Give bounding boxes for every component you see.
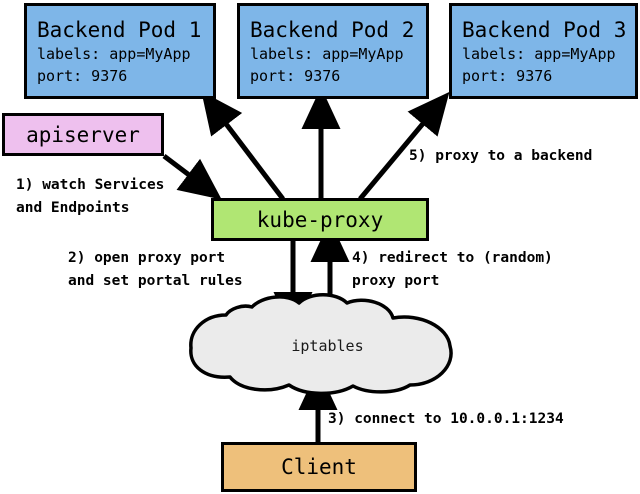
pod-labels: labels: app=MyApp (462, 45, 616, 63)
apiserver-node[interactable]: apiserver (2, 113, 164, 156)
iptables-label: iptables (291, 337, 364, 355)
pod-labels: labels: app=MyApp (250, 45, 404, 63)
pod-title: Backend Pod 1 (37, 18, 202, 42)
step-4-line-1: 4) redirect to (random) (352, 250, 553, 266)
step-1-line-2: and Endpoints (16, 200, 130, 216)
client-label: Client (281, 455, 357, 479)
kube-proxy-node[interactable]: kube-proxy (211, 198, 429, 241)
apiserver-label: apiserver (26, 122, 140, 147)
edge-apiserver-to-kubeproxy (162, 154, 222, 200)
kube-proxy-label: kube-proxy (256, 207, 384, 232)
step-3-line-1: 3) connect to 10.0.0.1:1234 (328, 411, 564, 427)
pod-port: port: 9376 (37, 67, 128, 85)
backend-pod-3[interactable]: Backend Pod 3 labels: app=MyApp port: 93… (449, 3, 638, 99)
pod-title: Backend Pod 2 (250, 18, 415, 42)
pod-labels: labels: app=MyApp (37, 45, 191, 63)
pod-port: port: 9376 (250, 67, 341, 85)
backend-pod-2[interactable]: Backend Pod 2 labels: app=MyApp port: 93… (237, 3, 429, 99)
pod-port: port: 9376 (462, 67, 553, 85)
edge-kubeproxy-to-pod1 (201, 91, 285, 201)
step-5-line-1: 5) proxy to a backend (409, 148, 593, 164)
step-1-line-1: 1) watch Services (16, 177, 165, 193)
client-node[interactable]: Client (221, 442, 417, 492)
step-2-line-2: and set portal rules (68, 273, 243, 289)
backend-pod-1[interactable]: Backend Pod 1 labels: app=MyApp port: 93… (24, 3, 216, 99)
step-4-line-2: proxy port (352, 273, 440, 289)
step-2-line-1: 2) open proxy port (68, 250, 226, 266)
pod-title: Backend Pod 3 (462, 18, 627, 42)
